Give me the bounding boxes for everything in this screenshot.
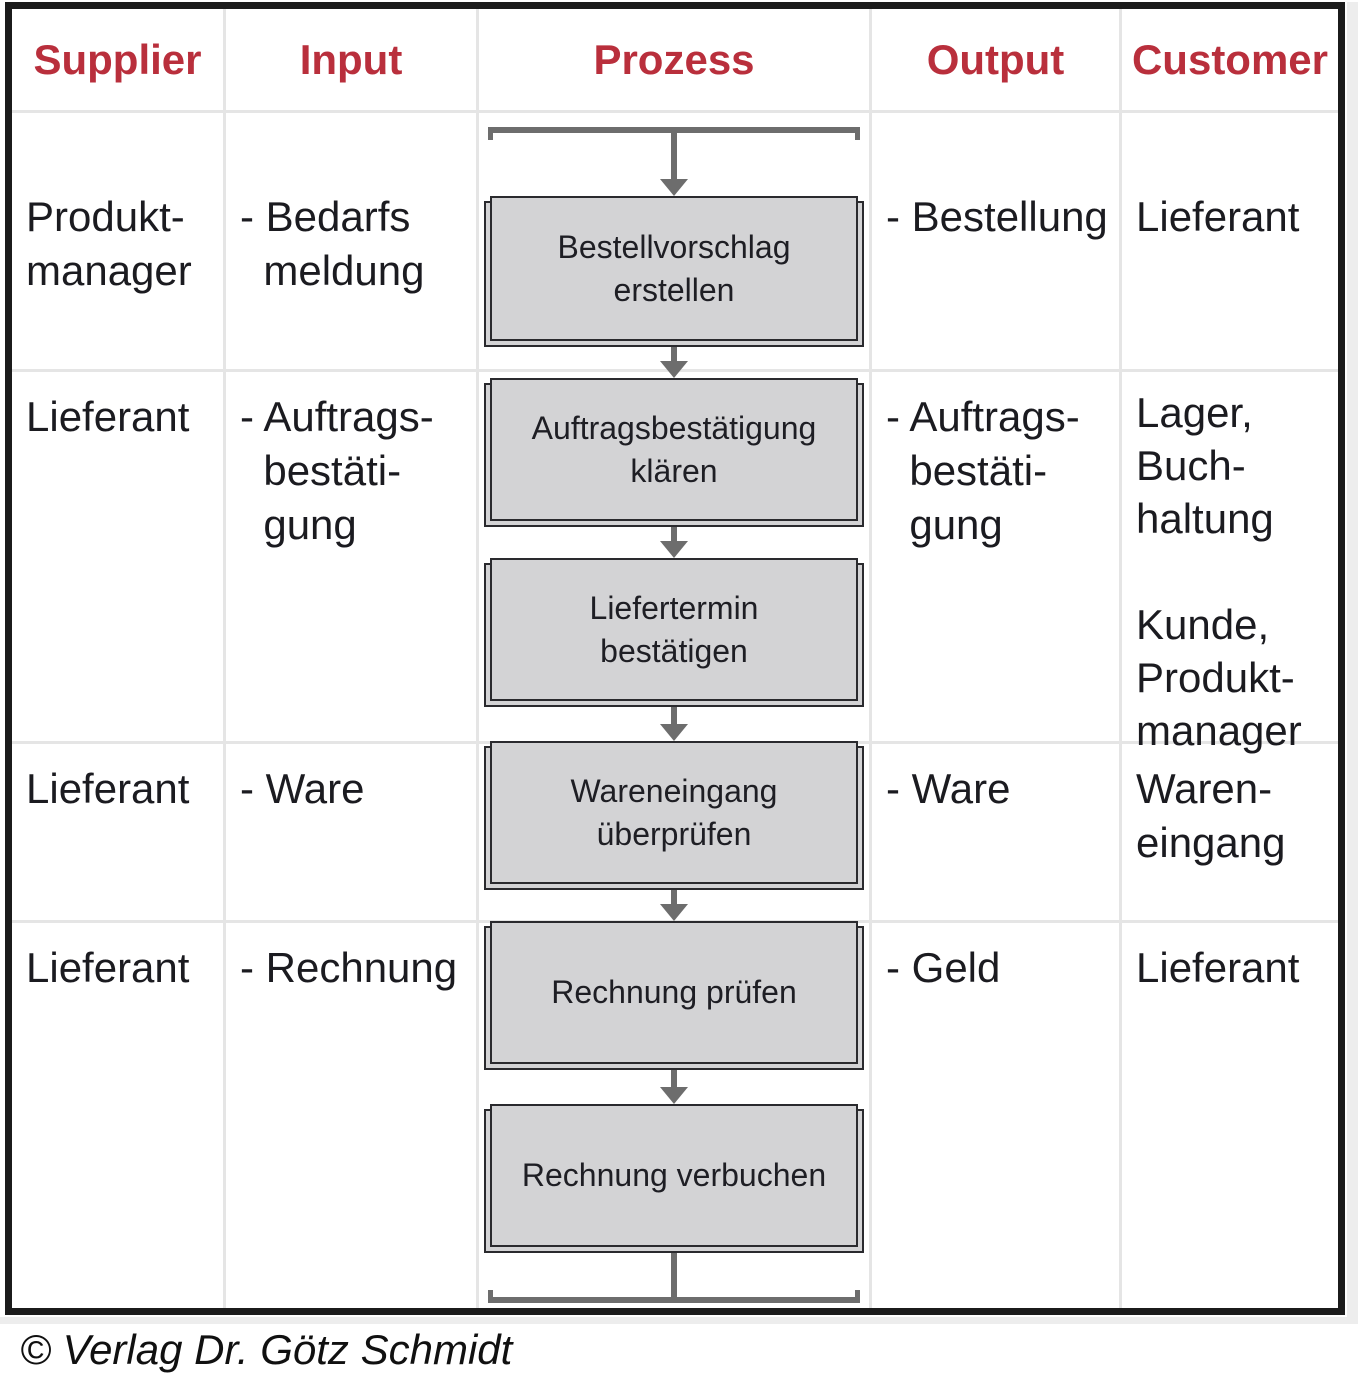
- arrow-step2-to-step3: [671, 517, 677, 541]
- cell-output-row3: - Ware: [872, 744, 1122, 923]
- page-edge-strip-bottom: [0, 1317, 1358, 1324]
- line-step6-to-end: [671, 1245, 677, 1297]
- header-output: Output: [872, 9, 1122, 113]
- arrow-step4-to-step5: [671, 882, 677, 904]
- header-customer: Customer: [1122, 9, 1338, 113]
- process-end-bar: [488, 1290, 860, 1303]
- arrow-step3-to-step4: [671, 699, 677, 724]
- header-prozess: Prozess: [479, 9, 872, 113]
- arrowhead-step5-icon: [660, 904, 688, 921]
- process-step-rechnung-verbuchen: Rechnung verbuchen: [490, 1104, 858, 1247]
- sipoc-grid: Supplier Input Prozess Output Customer P…: [12, 9, 1338, 1308]
- cell-input-row4: - Rechnung: [226, 923, 479, 1308]
- cell-output-row1: - Bestellung: [872, 113, 1122, 372]
- arrowhead-step4-icon: [660, 724, 688, 741]
- cell-customer-row4: Lieferant: [1136, 944, 1300, 991]
- process-step-bestellvorschlag: Bestellvorschlag erstellen: [490, 196, 858, 341]
- cell-prozess-row4: [479, 923, 872, 1308]
- cell-output-row2: - Auftrags- bestäti- gung: [872, 372, 1122, 744]
- cell-supplier-row1: Produkt- manager: [12, 113, 226, 372]
- process-start-bar: [488, 127, 860, 140]
- process-step-liefertermin: Liefertermin bestätigen: [490, 558, 858, 701]
- arrowhead-step6-icon: [660, 1087, 688, 1104]
- cell-supplier-row3: Lieferant: [12, 744, 226, 923]
- cell-input-row1: - Bedarfs meldung: [226, 113, 479, 372]
- header-input: Input: [226, 9, 479, 113]
- cell-input-row3: - Ware: [226, 744, 479, 923]
- process-step-wareneingang: Wareneingang überprüfen: [490, 741, 858, 884]
- page-edge-strip-right: [1347, 2, 1358, 1317]
- sipoc-table: Supplier Input Prozess Output Customer P…: [5, 2, 1345, 1315]
- arrowhead-step3-icon: [660, 541, 688, 558]
- arrow-step5-to-step6: [671, 1062, 677, 1087]
- cell-input-row2: - Auftrags- bestäti- gung: [226, 372, 479, 744]
- cell-customer-row1: Lieferant: [1122, 113, 1338, 372]
- arrowhead-step2-icon: [660, 361, 688, 378]
- cell-supplier-row2: Lieferant: [12, 372, 226, 744]
- process-step-rechnung-pruefen: Rechnung prüfen: [490, 921, 858, 1064]
- cell-customer-row3: Waren- eingang: [1122, 744, 1338, 923]
- arrow-step1-to-step2: [671, 339, 677, 361]
- copyright-text: © Verlag Dr. Götz Schmidt: [20, 1326, 513, 1373]
- cell-customer-row2: Lager, Buch- haltung Kunde, Produkt- man…: [1122, 372, 1338, 754]
- cell-supplier-row4: Lieferant: [12, 923, 226, 1308]
- header-supplier: Supplier: [12, 9, 226, 113]
- process-flowchart: Bestellvorschlag erstellen Auftragsbestä…: [479, 9, 872, 1308]
- process-step-auftragsbestaetigung: Auftragsbestätigung klären: [490, 378, 858, 521]
- arrowhead-step1-icon: [660, 179, 688, 196]
- cell-output-row4: - Geld: [872, 923, 1122, 1308]
- arrow-start-to-step1: [671, 131, 677, 179]
